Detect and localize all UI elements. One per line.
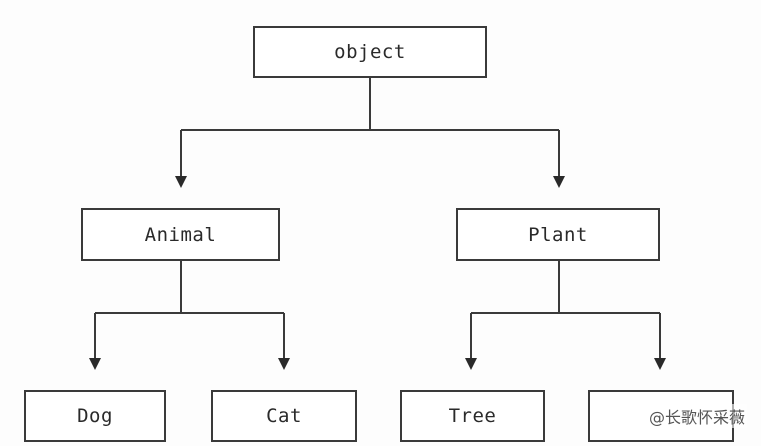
arrowhead-plant: [553, 176, 565, 188]
node-object-label: object: [334, 41, 406, 63]
arrowhead-dog: [89, 358, 101, 370]
node-animal: Animal: [81, 208, 280, 261]
watermark: @长歌怀采薇: [646, 404, 747, 428]
arrowhead-right-child: [654, 358, 666, 370]
node-dog-label: Dog: [77, 405, 113, 427]
node-plant: Plant: [456, 208, 660, 261]
arrowhead-cat: [278, 358, 290, 370]
node-animal-label: Animal: [144, 223, 217, 246]
node-object: object: [253, 26, 487, 78]
arrowhead-tree: [465, 358, 477, 370]
node-cat: Cat: [211, 390, 357, 442]
node-tree-label: Tree: [448, 405, 497, 427]
node-tree: Tree: [400, 390, 545, 442]
node-plant-label: Plant: [528, 223, 588, 246]
arrowhead-animal: [175, 176, 187, 188]
node-cat-label: Cat: [266, 405, 302, 427]
node-dog: Dog: [24, 390, 166, 442]
